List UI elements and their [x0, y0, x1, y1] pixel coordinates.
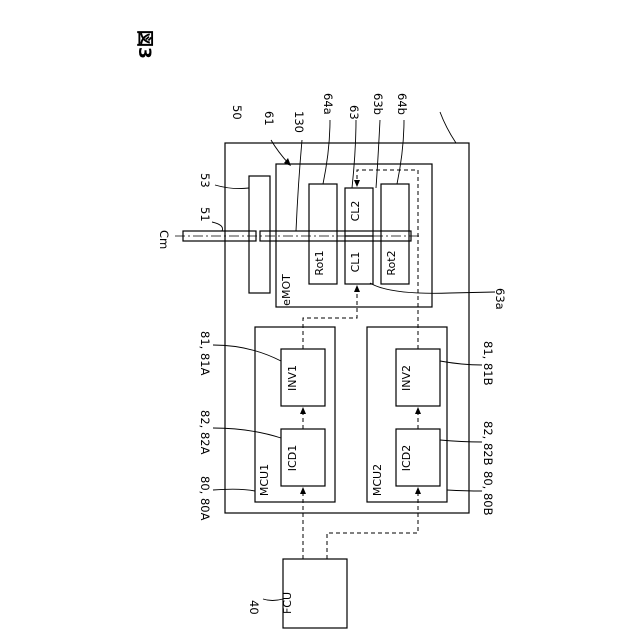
- leader-50: [440, 112, 456, 143]
- ref-63a: 63a: [493, 288, 507, 310]
- leader-82b: [440, 440, 482, 442]
- leader-80a: [213, 489, 255, 491]
- figure-title: 図3: [134, 30, 154, 59]
- ref-50: 50: [230, 105, 244, 120]
- label-inv2: INV2: [400, 365, 413, 391]
- arrow-cl1: [354, 285, 360, 292]
- label-fcu: FCU: [281, 592, 294, 614]
- ref-81b: 81, 81B: [481, 341, 495, 386]
- label-icd2: ICD2: [400, 445, 413, 471]
- label-cl2: CL2: [349, 201, 362, 222]
- leader-53: [215, 185, 249, 189]
- leader-64b: [397, 120, 404, 184]
- label-emot: eMOT: [280, 274, 293, 306]
- signal-inv1-rot1: [303, 287, 357, 349]
- leader-81a: [213, 345, 281, 361]
- leader-81b: [440, 361, 482, 365]
- ref-130: 130: [292, 111, 306, 133]
- ref-cm: Cm: [157, 230, 171, 249]
- label-rot1: Rot1: [313, 250, 326, 275]
- ref-80a: 80, 80A: [198, 476, 212, 521]
- arrow-inv2: [415, 407, 421, 414]
- arrow-icd2: [415, 487, 421, 494]
- label-rot2: Rot2: [385, 250, 398, 275]
- ref-82a: 82, 82A: [198, 410, 212, 455]
- leader-130: [296, 140, 302, 231]
- shaft-130: [260, 231, 411, 241]
- leader-82a: [213, 428, 281, 438]
- leader-80b: [447, 490, 482, 491]
- arrow-cl2: [354, 180, 360, 187]
- ref-61: 61: [262, 111, 276, 126]
- leader-63: [352, 120, 356, 188]
- label-cl1: CL1: [349, 252, 362, 273]
- ref-40: 40: [247, 600, 261, 615]
- arrow-icd1: [300, 487, 306, 494]
- label-mcu2: MCU2: [371, 464, 384, 496]
- ref-53: 53: [198, 173, 212, 188]
- ref-63b: 63b: [371, 93, 385, 115]
- ref-64a: 64a: [321, 93, 335, 115]
- ref-63: 63: [347, 105, 361, 120]
- ref-51: 51: [198, 207, 212, 222]
- ref-80b: 80, 80B: [481, 471, 495, 516]
- leader-63b: [376, 120, 380, 188]
- leader-40: [263, 599, 283, 601]
- ref-81a: 81, 81A: [198, 331, 212, 376]
- ref-82b: 82, 82B: [481, 421, 495, 466]
- label-mcu1: MCU1: [258, 464, 271, 496]
- arrow-inv1: [300, 407, 306, 414]
- leader-51: [212, 222, 223, 231]
- label-inv1: INV1: [286, 365, 299, 391]
- leader-64a: [323, 120, 330, 184]
- label-icd1: ICD1: [286, 445, 299, 471]
- signal-fcu-icd2: [327, 489, 418, 559]
- ref-64b: 64b: [395, 93, 409, 115]
